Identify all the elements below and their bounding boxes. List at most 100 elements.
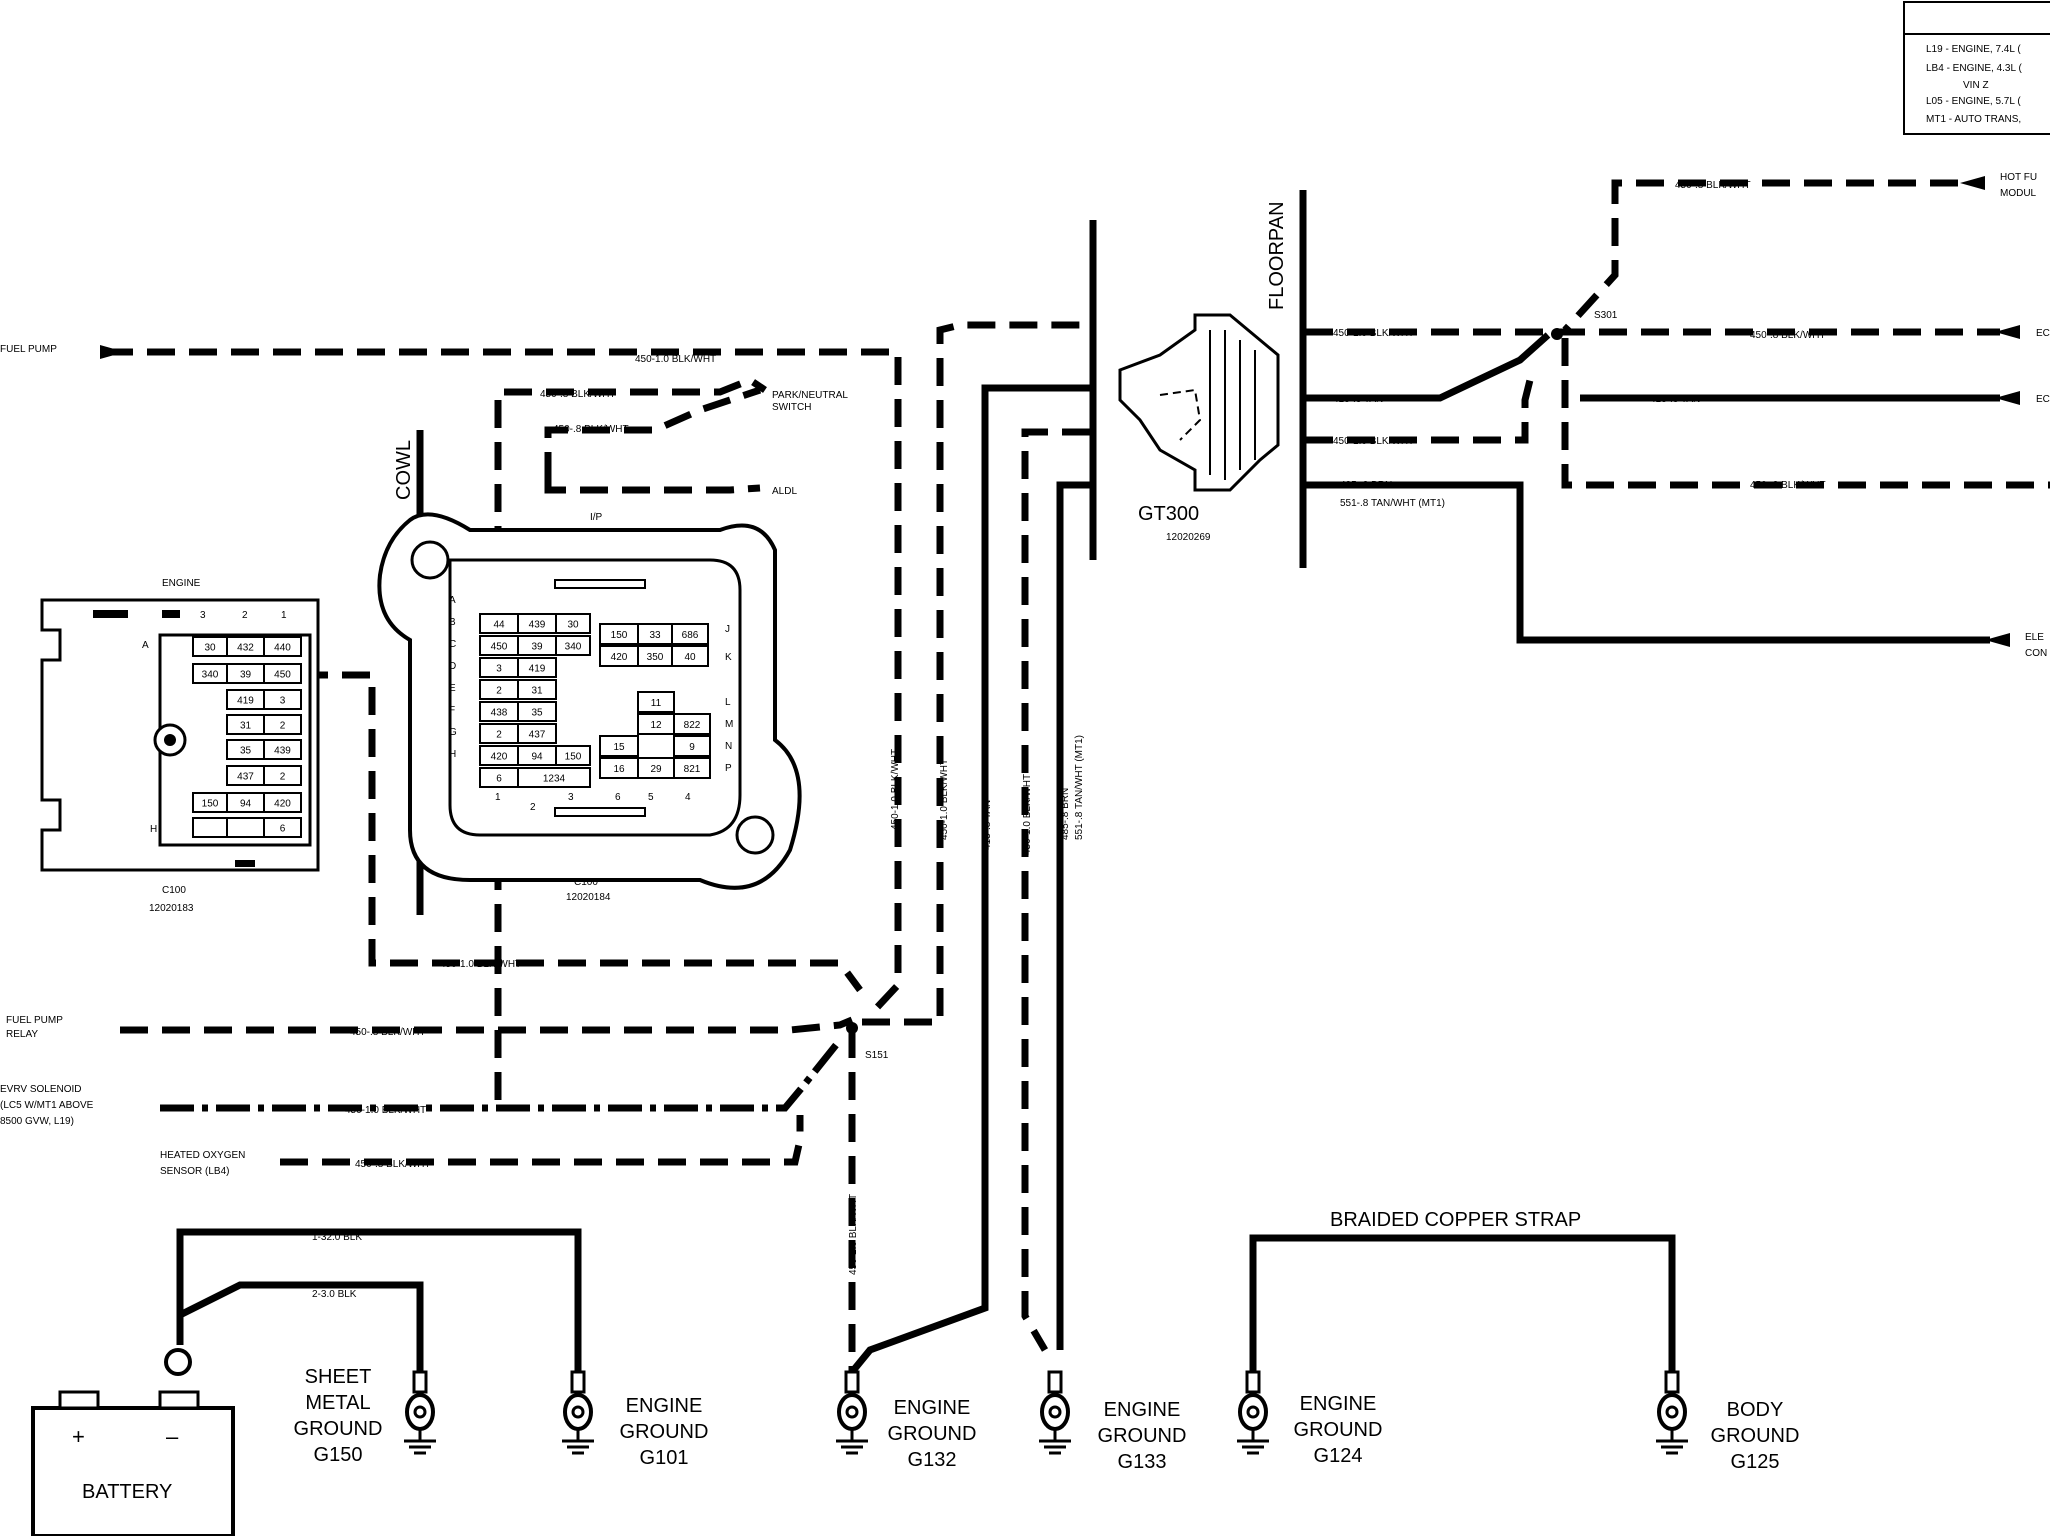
c100-ip-col-2: 2 xyxy=(530,802,536,813)
connector-cavity xyxy=(673,735,711,757)
connector-cavity xyxy=(599,735,639,757)
cavity-label: 2 xyxy=(280,772,286,783)
wire-450-right-low xyxy=(1561,338,2050,489)
cavity-label: 450 xyxy=(274,670,291,681)
battery-label: BATTERY xyxy=(82,1481,172,1503)
wire-label-r9: 450-.8 BLK/WHT xyxy=(1750,480,1826,491)
connector-cavity xyxy=(263,765,302,786)
right-wires xyxy=(1305,179,2050,644)
wire-450-g133 xyxy=(1021,428,1090,1352)
ground-label-g132: ENGINE xyxy=(894,1397,971,1419)
connector-cavity xyxy=(226,817,265,838)
ground-label-g133: G133 xyxy=(1118,1451,1167,1473)
ground-label-g150: METAL xyxy=(305,1392,370,1414)
wire-label-r6: 450-1.0 BLK/WHT xyxy=(1333,436,1414,447)
c100-ip-row-g: G xyxy=(449,727,457,738)
connector-cavity xyxy=(517,723,557,744)
c100-ip-row-d: D xyxy=(449,661,456,672)
wire-label-w4: 450-1.0 BLK/WHT xyxy=(440,959,521,970)
wire-label-v3: 413-.8 TAN xyxy=(982,800,993,850)
connector-cavity xyxy=(263,689,302,710)
c100-ip-row-e: E xyxy=(449,683,456,694)
connector-cavity xyxy=(263,817,302,838)
cavity-label: 420 xyxy=(611,652,628,663)
wire-label-w5: 450-.8 BLK/WHT xyxy=(350,1027,426,1038)
cavity-label: 40 xyxy=(684,652,696,663)
legend-line-5: MT1 - AUTO TRANS, xyxy=(1926,114,2021,125)
c100-ip-row-a: A xyxy=(449,595,456,606)
connector-cavity xyxy=(671,645,709,667)
ip-label: I/P xyxy=(590,512,603,523)
wire-413-left xyxy=(1305,332,1551,402)
cavity-label: 44 xyxy=(493,620,505,631)
wire-label-w2: 450-.8 BLK/WHT xyxy=(540,389,616,400)
battery-area: + – BATTERY BRAIDED COPPER STRAP xyxy=(31,1209,1676,1536)
c100-ip-col-5: 5 xyxy=(648,792,654,803)
cavity-label: 3 xyxy=(496,664,502,675)
c100-ip-row-b: B xyxy=(449,617,456,628)
legend-line-2: LB4 - ENGINE, 4.3L ( xyxy=(1926,63,2022,74)
wire-label-r1: 450-.8 BLK/WHT xyxy=(1675,180,1751,191)
s151-label: S151 xyxy=(865,1050,889,1061)
cavity-label: 420 xyxy=(491,752,508,763)
c100-engine-col-3: 3 xyxy=(200,610,206,621)
cavity-label: 9 xyxy=(689,742,695,753)
left-wires xyxy=(105,190,1307,1375)
c100-ip-connector: A B C D E F G H J K L M N P 1 2 3 6 5 4 … xyxy=(377,512,802,903)
cavity-label: 2 xyxy=(280,721,286,732)
cavity-label: 350 xyxy=(647,652,664,663)
legend-line-4: L05 - ENGINE, 5.7L ( xyxy=(1926,96,2021,107)
cavity-label: 39 xyxy=(531,642,543,653)
cavity-label: 35 xyxy=(531,708,543,719)
ground-symbol-g150 xyxy=(404,1370,436,1455)
wire-label-r5: 413-.8 TAN xyxy=(1650,394,1700,405)
wire-fuel-pump xyxy=(105,348,902,1018)
cavity-label: 31 xyxy=(531,686,543,697)
cavity-label: 150 xyxy=(611,630,628,641)
cavity-label: 2 xyxy=(496,686,502,697)
c100-engine-title: ENGINE xyxy=(162,578,201,589)
ground-label-g101: G101 xyxy=(640,1447,689,1469)
fuel-pump-label: FUEL PUMP xyxy=(0,344,57,355)
connector-cavity xyxy=(555,635,591,656)
cavity-label: 450 xyxy=(491,642,508,653)
connector-cavity xyxy=(671,623,709,645)
c100-ip-name: C100 xyxy=(574,877,598,888)
c100-ip-row-n: N xyxy=(725,741,732,752)
connector-cavity xyxy=(673,713,711,735)
ground-symbol-g124 xyxy=(1237,1370,1269,1455)
c100-ip-row-l: L xyxy=(725,697,731,708)
wire-label-r8: 551-.8 TAN/WHT (MT1) xyxy=(1340,498,1445,509)
park-neutral-label-1: PARK/NEUTRAL xyxy=(772,390,848,401)
wire-battery-g150 xyxy=(178,1281,424,1375)
c100-ip-row-f: F xyxy=(449,705,455,716)
wire-label-v2: 450-1.0 BLK/WHT xyxy=(939,759,950,840)
c100-ip-part: 12020184 xyxy=(566,892,611,903)
cavity-label: 419 xyxy=(237,696,254,707)
connector-cavity xyxy=(637,691,675,713)
wire-label-r7: 485-.8 BRN xyxy=(1340,480,1392,491)
c100-ip-col-6: 6 xyxy=(615,792,621,803)
cavity-label: 1234 xyxy=(543,774,566,785)
connector-cavity xyxy=(263,792,302,813)
c100-engine-row-h: H xyxy=(150,824,157,835)
arrow-ec-2 xyxy=(1995,391,2020,405)
cavity-label: 686 xyxy=(682,630,699,641)
option-legend: L19 - ENGINE, 7.4L ( LB4 - ENGINE, 4.3L … xyxy=(1903,1,2050,135)
cavity-label: 3 xyxy=(280,696,286,707)
legend-line-3: VIN Z xyxy=(1963,80,1989,91)
ground-symbol-g101 xyxy=(562,1370,594,1455)
ground-symbols: SHEETMETALGROUNDG150ENGINEGROUNDG101ENGI… xyxy=(294,1366,1800,1473)
cavity-label: 6 xyxy=(496,774,502,785)
wire-fuel-pump-relay xyxy=(120,1016,854,1034)
ground-label-g150: SHEET xyxy=(305,1366,372,1388)
wire-evrv xyxy=(160,1037,843,1112)
wire-label-v6: 551-.8 TAN/WHT (MT1) xyxy=(1074,735,1085,840)
cavity-label: 6 xyxy=(280,824,286,835)
cavity-label: 340 xyxy=(565,642,582,653)
braided-strap-label: BRAIDED COPPER STRAP xyxy=(1330,1209,1581,1231)
wire-413-tan xyxy=(849,384,1090,1375)
ground-label-g124: ENGINE xyxy=(1300,1393,1377,1415)
